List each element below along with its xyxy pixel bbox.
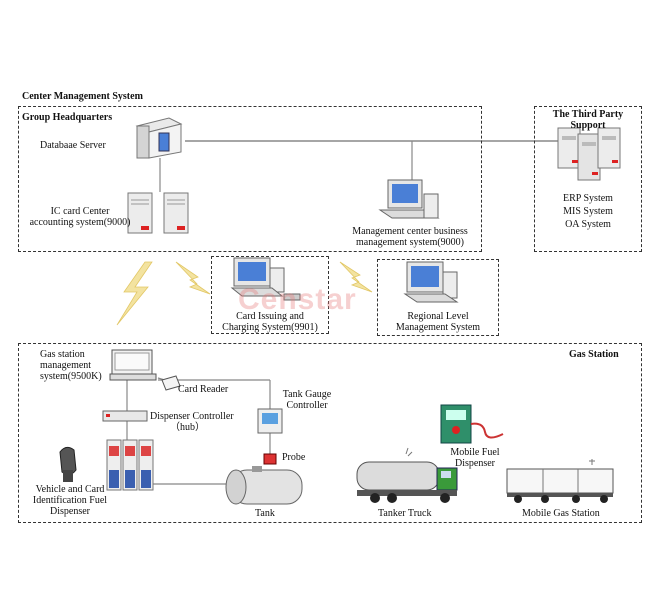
server-icon (127, 192, 189, 234)
oa-label: OA System (565, 219, 611, 230)
tank-label: Tank (255, 508, 275, 519)
mobile-gas-station-label: Mobile Gas Station (522, 508, 600, 519)
dispenser-controller-label: Dispenser Controller （hub） (150, 411, 234, 433)
center-title: Center Management System (22, 91, 143, 102)
fuel-nozzle-icon (59, 446, 77, 482)
vehicle-dispenser-label: Vehicle and Card Identification Fuel Dis… (32, 484, 108, 517)
computer-icon (230, 257, 301, 301)
card-issuing-label: Card Issuing and Charging System(9901) (222, 311, 318, 333)
third-party-systems: ERP System MIS System OA System (534, 192, 642, 231)
card-issuing-box (211, 256, 329, 334)
mgmt-center-label: Management center business management sy… (352, 226, 468, 248)
trailer-icon (506, 459, 614, 503)
third-party-box (534, 106, 642, 252)
computer-icon (109, 349, 157, 381)
computer-icon (403, 261, 459, 303)
fuel-dispenser-icon (106, 439, 154, 491)
hq-title: Group Headquarters (22, 112, 113, 123)
dispenser-controller-icon (102, 410, 148, 422)
server-icon (557, 127, 621, 181)
card-reader-label: Card Reader (178, 384, 229, 395)
probe-label: Probe (282, 452, 306, 463)
group-headquarters-box (18, 106, 482, 252)
lightning-icon (116, 261, 373, 326)
tanker-truck-label: Tanker Truck (378, 508, 432, 519)
probe-icon (263, 453, 277, 465)
gas-station-mgmt-label: Gas station management system(9500K) (40, 349, 102, 382)
tank-gauge-icon (257, 408, 283, 434)
tank-icon (225, 466, 303, 505)
ic-card-label: IC card Center accounting system(9000) (29, 206, 131, 228)
regional-label: Regional Level Management System (395, 311, 481, 333)
third-party-title: The Third Party Support (552, 109, 624, 131)
regional-box (377, 259, 499, 336)
computer-icon (378, 179, 440, 219)
mobile-fuel-label: Mobile Fuel Dispenser (450, 447, 500, 469)
database-server-label: Databaae Server (40, 140, 106, 151)
card-reader-icon (161, 375, 181, 391)
mis-label: MIS System (563, 206, 613, 217)
tanker-truck-icon (356, 447, 458, 503)
tank-gauge-label: Tank Gauge Controller (282, 389, 332, 411)
mobile-fuel-dispenser-icon (440, 404, 504, 444)
watermark: Censtar (238, 283, 357, 316)
gas-station-title: Gas Station (569, 349, 619, 360)
server-icon (135, 117, 183, 159)
erp-label: ERP System (563, 193, 613, 204)
gas-station-box (18, 343, 642, 523)
